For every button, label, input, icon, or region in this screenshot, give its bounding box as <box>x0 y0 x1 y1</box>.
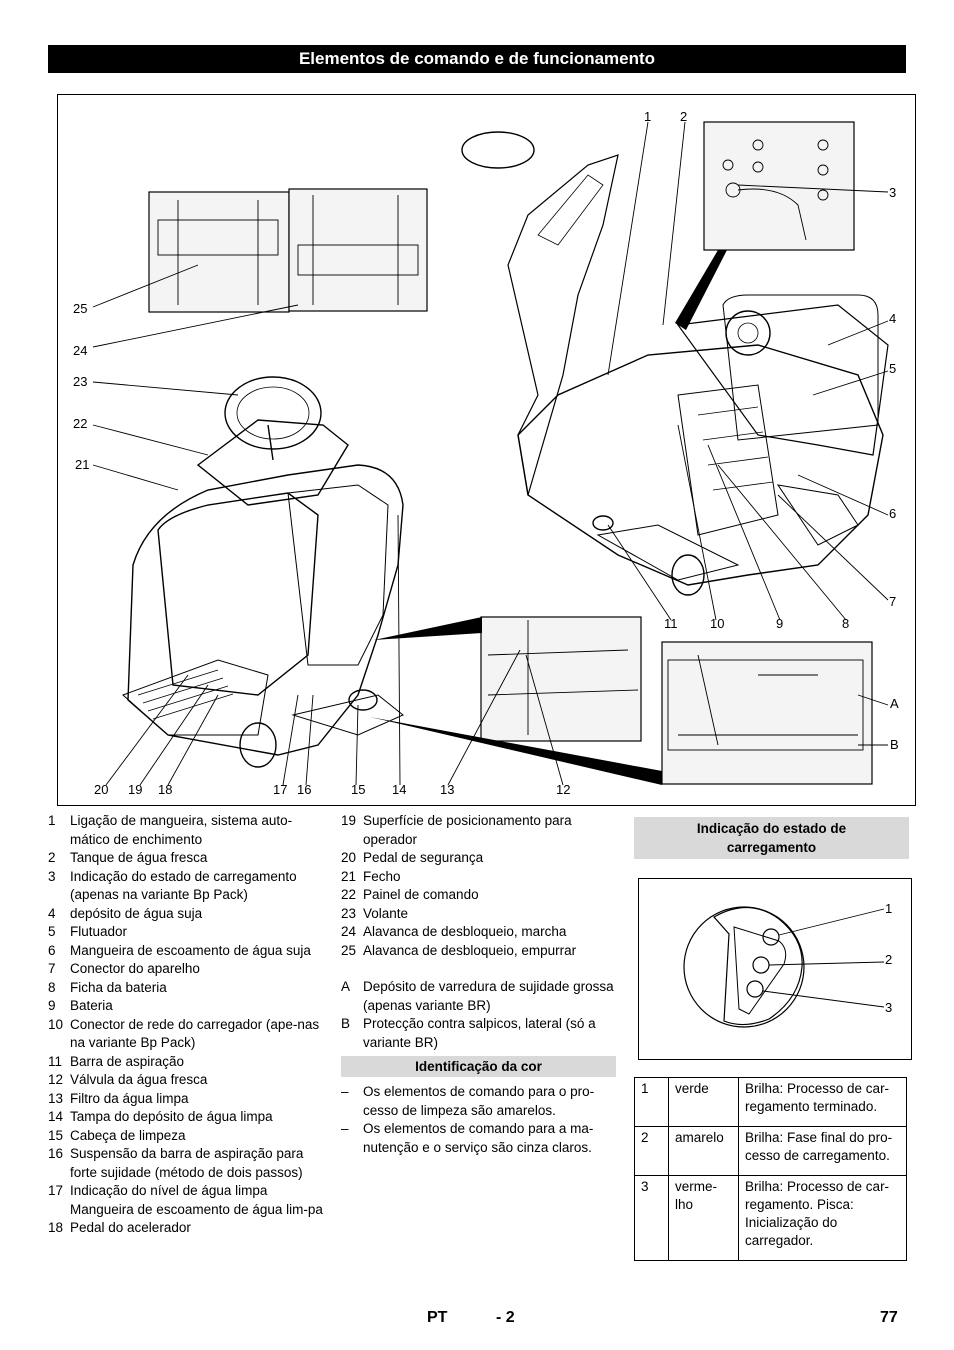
page-title: Elementos de comando e de funcionamento <box>48 45 906 73</box>
callout-15: 15 <box>351 782 366 797</box>
table-cell: verde <box>668 1077 739 1127</box>
footer-language: PT <box>427 1309 448 1326</box>
callout-3: 3 <box>889 185 897 200</box>
charge-indicator-figure: 1 2 3 <box>638 878 912 1060</box>
callout-20: 20 <box>94 782 109 797</box>
color-id-heading: Identificação da cor <box>341 1056 616 1077</box>
footer-section: - 2 <box>496 1309 515 1326</box>
callout-2: 2 <box>680 109 688 124</box>
callout-11: 11 <box>664 616 678 631</box>
machine-figure: 1 2 3 4 5 6 7 8 9 10 11 12 13 14 15 16 1… <box>57 94 916 806</box>
charge-callout-3: 3 <box>885 1000 893 1015</box>
callout-6: 6 <box>889 506 897 521</box>
callout-A: A <box>890 696 899 711</box>
charge-callout-2: 2 <box>885 952 893 967</box>
callout-10: 10 <box>710 616 725 631</box>
charge-section: Indicação do estado de carregamento <box>634 817 909 859</box>
callout-8: 8 <box>842 616 850 631</box>
callout-19: 19 <box>128 782 143 797</box>
table-cell: Brilha: Processo de car-regamento. Pisca… <box>738 1175 907 1261</box>
charge-indicator-illustration <box>683 906 885 1028</box>
table-cell: 3 <box>634 1175 669 1261</box>
table-cell: amarelo <box>668 1126 739 1176</box>
table-cell: 2 <box>634 1126 669 1176</box>
callout-23: 23 <box>73 374 88 389</box>
charge-callout-1: 1 <box>885 901 893 916</box>
callout-4: 4 <box>889 311 897 326</box>
callout-22: 22 <box>73 416 88 431</box>
table-row: 3 verme-lho Brilha: Processo de car-rega… <box>634 1175 907 1261</box>
callout-14: 14 <box>392 782 407 797</box>
table-cell: Brilha: Fase final do pro-cesso de carre… <box>738 1126 907 1176</box>
callout-B: B <box>890 737 899 752</box>
callout-16: 16 <box>297 782 312 797</box>
callout-13: 13 <box>440 782 455 797</box>
callout-21: 21 <box>75 457 90 472</box>
charge-status-table: 1 verde Brilha: Processo de car-regament… <box>634 1077 907 1261</box>
table-cell: Brilha: Processo de car-regamento termin… <box>738 1077 907 1127</box>
table-cell: 1 <box>634 1077 669 1127</box>
callout-24: 24 <box>73 343 88 358</box>
table-row: 1 verde Brilha: Processo de car-regament… <box>634 1077 907 1127</box>
list-item: –Os elementos de comando para o pro-cess… <box>341 1084 595 1118</box>
callout-5: 5 <box>889 361 897 376</box>
callout-9: 9 <box>776 616 784 631</box>
page-number: 77 <box>880 1309 898 1326</box>
charge-heading: Indicação do estado de carregamento <box>634 817 909 859</box>
table-row: 2 amarelo Brilha: Fase final do pro-cess… <box>634 1126 907 1176</box>
callout-12: 12 <box>556 782 571 797</box>
table-cell: verme-lho <box>668 1175 739 1261</box>
machine-illustration <box>92 121 889 786</box>
list-item: –Os elementos de comando para a ma-nuten… <box>341 1121 594 1155</box>
callout-25: 25 <box>73 301 88 316</box>
callout-7: 7 <box>889 594 897 609</box>
callout-18: 18 <box>158 782 173 797</box>
callout-17: 17 <box>273 782 288 797</box>
callout-1: 1 <box>644 109 652 124</box>
